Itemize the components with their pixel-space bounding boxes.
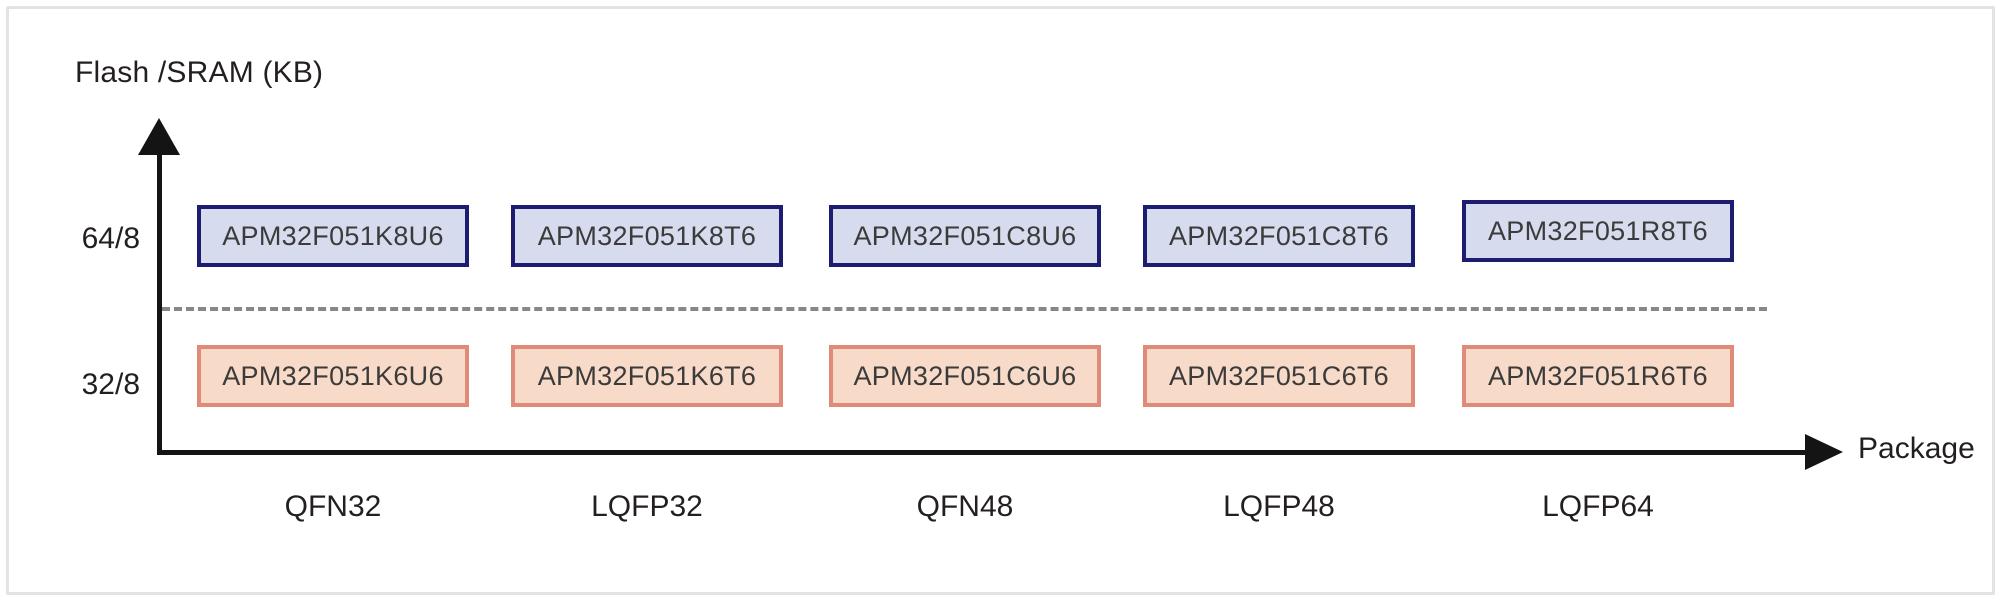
row-divider (162, 307, 1767, 311)
chip-box[interactable]: APM32F051C6U6 (829, 345, 1101, 407)
x-axis-title: Package (1858, 432, 1975, 465)
y-axis-arrow-icon (138, 118, 180, 155)
x-category-label: QFN48 (916, 490, 1014, 523)
chip-box[interactable]: APM32F051R8T6 (1462, 200, 1734, 262)
chip-box[interactable]: APM32F051R6T6 (1462, 345, 1734, 407)
x-category-label: LQFP48 (1223, 490, 1335, 523)
chip-box[interactable]: APM32F051K8U6 (197, 205, 469, 267)
chip-box[interactable]: APM32F051C6T6 (1143, 345, 1415, 407)
chip-box[interactable]: APM32F051C8T6 (1143, 205, 1415, 267)
x-category-label: QFN32 (284, 490, 382, 523)
y-axis-line (157, 125, 162, 455)
chip-box[interactable]: APM32F051K6T6 (511, 345, 783, 407)
chip-box[interactable]: APM32F051K8T6 (511, 205, 783, 267)
y-tick-label-32-8: 32/8 (81, 368, 140, 401)
x-axis-line (157, 450, 1820, 455)
chip-box[interactable]: APM32F051K6U6 (197, 345, 469, 407)
x-category-label: LQFP32 (591, 490, 703, 523)
x-category-label: LQFP64 (1542, 490, 1654, 523)
x-axis-arrow-icon (1805, 434, 1843, 470)
y-tick-label-64-8: 64/8 (81, 222, 140, 255)
chip-box[interactable]: APM32F051C8U6 (829, 205, 1101, 267)
y-axis-title: Flash /SRAM (KB) (75, 56, 324, 89)
